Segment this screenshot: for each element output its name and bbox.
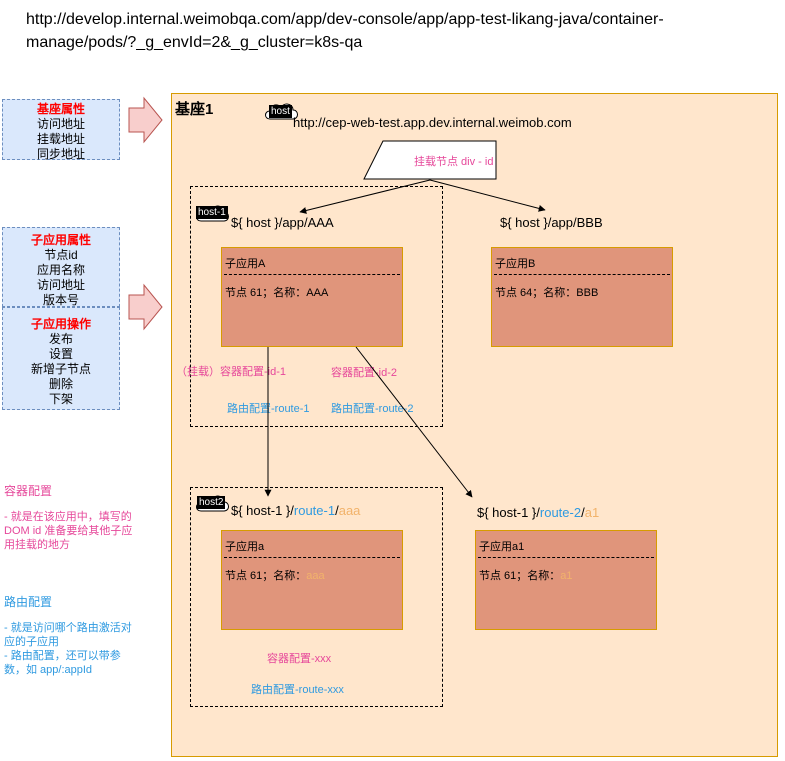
route-sub-a-name: aaa: [338, 503, 361, 518]
mount-container-label: （挂载）容器配置-id-1: [176, 366, 287, 378]
legend-sub-ops-title: 子应用操作: [30, 317, 91, 331]
legend-sub-attr-item: 访问地址: [36, 278, 85, 292]
note-container-config: 容器配置 - 就是在该应用中，填写的 DOM id 准备要给其他子应 用挂载的地…: [4, 484, 154, 552]
legend-base-item: 同步地址: [36, 147, 85, 161]
app-box-sub-a1: 子应用a1 节点 61；名称：a1: [475, 530, 657, 630]
route-sub-a1: ${ host-1 }/route-2/a1: [477, 505, 599, 520]
mount-callout-shape: [363, 140, 497, 180]
app-name: 子应用a1: [479, 541, 525, 553]
app-info: 节点 61；名称：aaa: [225, 567, 325, 583]
route-config-2: 路由配置-route-2: [331, 403, 414, 415]
route-aaa: ${ host }/app/AAA: [231, 215, 334, 230]
legend-arrow-base: [128, 96, 163, 144]
legend-base-title: 基座属性: [36, 102, 85, 116]
app-divider: [224, 274, 400, 275]
route-sub-a1-route: route-2: [539, 505, 582, 520]
host-label: host: [269, 105, 292, 118]
app-box-b: 子应用B 节点 64；名称：BBB: [491, 247, 673, 347]
page-url: http://develop.internal.weimobqa.com/app…: [26, 8, 766, 54]
page-url-line1: http://develop.internal.weimobqa.com/app…: [26, 11, 664, 28]
container-config-2: 容器配置-id-2: [331, 367, 398, 379]
app-name: 子应用a: [225, 541, 265, 553]
note-container-line: - 就是在该应用中，填写的: [4, 511, 132, 523]
app-divider: [224, 557, 400, 558]
route-config-xxx: 路由配置-route-xxx: [251, 684, 344, 696]
note-route-title: 路由配置: [4, 595, 53, 609]
note-container-line: 用挂载的地方: [4, 539, 70, 551]
route-sub-a1-prefix: ${ host-1 }/: [477, 505, 540, 520]
note-route-line: 应的子应用: [4, 636, 59, 648]
note-route-line: - 路由配置，还可以带参: [4, 650, 121, 662]
note-route-line: 数，如 app/:appId: [4, 664, 93, 676]
route-sub-a1-slash: /: [581, 505, 585, 520]
legend-base-item: 挂载地址: [36, 132, 85, 146]
arrow-to-bbb: [429, 179, 546, 212]
host-cloud: host: [262, 99, 300, 123]
host2-label: host2: [197, 496, 226, 509]
app-info-name: a1: [560, 570, 573, 582]
route-sub-a-prefix: ${ host-1 }/: [231, 503, 294, 518]
route-sub-a-route: route-1: [293, 503, 336, 518]
arrow-to-sub-a1: [355, 346, 473, 498]
app-info-name: aaa: [306, 570, 325, 582]
route-sub-a-slash: /: [335, 503, 339, 518]
legend-sub-attributes: 子应用属性 节点id 应用名称 访问地址 版本号: [2, 227, 120, 307]
arrow-to-aaa: [299, 179, 431, 214]
base-title: 基座1: [175, 101, 214, 118]
base-host-url: http://cep-web-test.app.dev.internal.wei…: [293, 115, 572, 130]
host-1-cloud: host-1: [193, 201, 231, 225]
legend-base-item: 访问地址: [36, 117, 85, 131]
note-container-line: DOM id 准备要给其他子应: [4, 525, 133, 537]
legend-base-attributes: 基座属性 访问地址 挂载地址 同步地址: [2, 99, 120, 161]
app-info-prefix: 节点 61；名称：: [479, 570, 561, 582]
legend-arrow-sub: [128, 283, 163, 331]
host2-cloud: host2: [193, 491, 231, 515]
route-bbb: ${ host }/app/BBB: [500, 215, 603, 230]
app-divider: [494, 274, 670, 275]
legend-sub-attr-item: 版本号: [42, 293, 79, 307]
note-route-line: - 就是访问哪个路由激活对: [4, 622, 132, 634]
note-container-title: 容器配置: [4, 484, 53, 498]
legend-sub-attrs-title: 子应用属性: [30, 233, 91, 247]
legend-sub-op-item: 下架: [48, 392, 73, 406]
app-info: 节点 61；名称：AAA: [225, 287, 329, 299]
legend-sub-attr-item: 应用名称: [36, 263, 85, 277]
mount-callout-text: 挂载节点 div - id: [414, 156, 494, 168]
legend-sub-op-item: 新增子节点: [30, 362, 91, 376]
base-container: [171, 93, 778, 757]
legend-sub-op-item: 发布: [48, 332, 73, 346]
app-info-prefix: 节点 61；名称：: [225, 570, 307, 582]
legend-sub-op-item: 删除: [48, 377, 73, 391]
app-info: 节点 64；名称：BBB: [495, 287, 599, 299]
legend-sub-op-item: 设置: [48, 347, 73, 361]
host-1-label: host-1: [196, 206, 228, 219]
legend-sub-operations: 子应用操作 发布 设置 新增子节点 删除 下架: [2, 307, 120, 410]
note-route-config: 路由配置 - 就是访问哪个路由激活对 应的子应用 - 路由配置，还可以带参 数，…: [4, 595, 154, 677]
page-url-line2: manage/pods/?_g_envId=2&_g_cluster=k8s-q…: [26, 34, 363, 51]
app-name: 子应用B: [495, 258, 536, 270]
legend-sub-attr-item: 节点id: [44, 248, 78, 262]
app-box-sub-a: 子应用a 节点 61；名称：aaa: [221, 530, 403, 630]
group-host2: [190, 487, 443, 707]
app-box-a: 子应用A 节点 61；名称：AAA: [221, 247, 403, 347]
route-sub-a1-name: a1: [584, 505, 600, 520]
container-config-xxx: 容器配置-xxx: [267, 653, 332, 665]
group-host-1: [190, 186, 443, 427]
app-divider: [478, 557, 654, 558]
app-info: 节点 61；名称：a1: [479, 567, 573, 583]
route-sub-a: ${ host-1 }/route-1/aaa: [231, 503, 360, 518]
app-name: 子应用A: [225, 258, 266, 270]
